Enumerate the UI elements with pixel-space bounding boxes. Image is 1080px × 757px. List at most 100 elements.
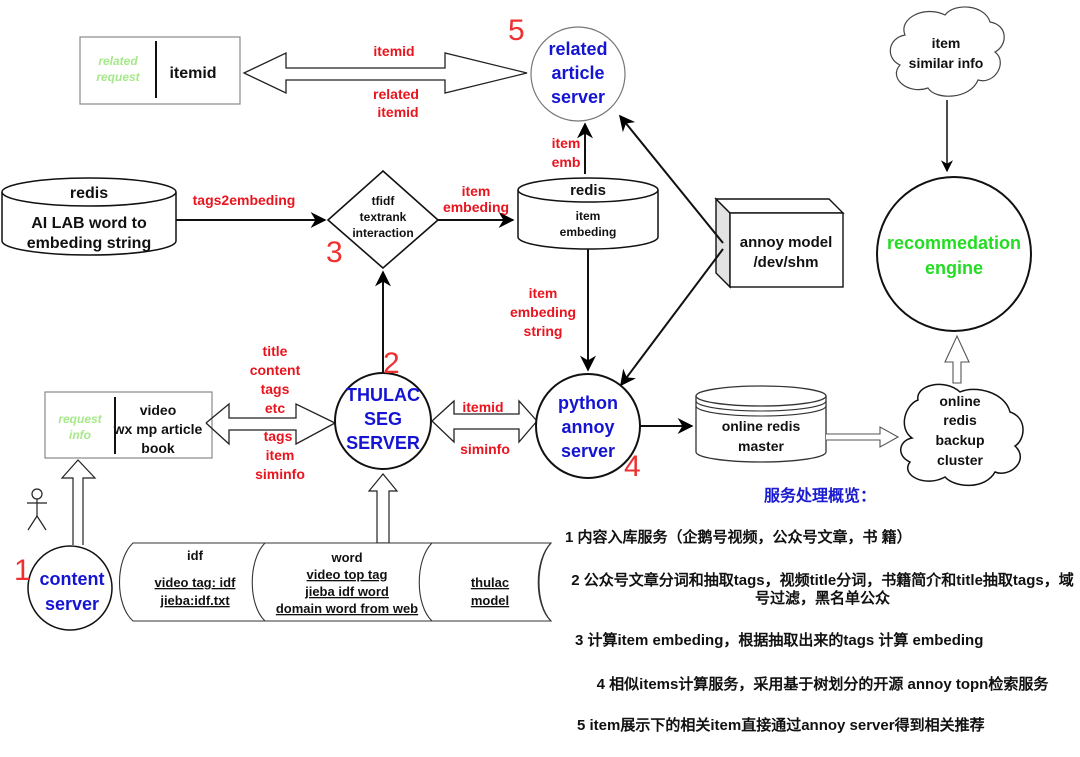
svg-text:cluster: cluster [937, 452, 983, 468]
svg-text:python: python [558, 393, 618, 413]
svg-text:domain word from web: domain word from web [276, 601, 418, 616]
datastore-to-thulac-arrow [367, 473, 399, 544]
edge-label-related-itemid: itemid [377, 104, 418, 120]
svg-text:string: string [524, 323, 563, 339]
svg-text:redis: redis [70, 185, 108, 202]
svg-text:redis: redis [570, 182, 606, 199]
svg-text:emb: emb [552, 154, 581, 170]
recommendation-engine: recommedation engine [876, 176, 1032, 332]
svg-text:online redis: online redis [722, 418, 801, 434]
note-2: 2 公众号文章分词和抽取tags，视频title分词，书籍简介和title抽取t… [571, 572, 1074, 607]
edge-label-related: related [373, 86, 419, 102]
svg-text:master: master [738, 438, 784, 454]
svg-text:thulac: thulac [471, 575, 509, 590]
step-number-4: 4 [624, 450, 641, 483]
actor-icon [27, 488, 47, 531]
svg-text:item: item [576, 209, 601, 223]
svg-text:wx mp article: wx mp article [113, 421, 203, 437]
request-thulac-arrow-bottom [205, 422, 336, 446]
related-request-label-1: related [98, 54, 138, 68]
request-info-box: request info video wx mp article book [44, 391, 213, 459]
svg-text:item: item [462, 183, 491, 199]
item-similar-info-cloud: item similar info [889, 6, 1005, 97]
svg-text:content: content [40, 569, 105, 589]
svg-text:item: item [266, 447, 295, 463]
content-server: content server [27, 545, 113, 631]
annoy-to-python-arrow [620, 248, 724, 387]
svg-text:redis: redis [943, 412, 977, 428]
svg-text:item: item [932, 35, 961, 51]
edge-label-itemid-top: itemid [373, 43, 414, 59]
note-5: 5 item展示下的相关item直接通过annoy server得到相关推荐 [577, 717, 985, 734]
svg-text:tags: tags [261, 381, 290, 397]
backup-to-engine-arrow [944, 334, 970, 384]
svg-text:THULAC: THULAC [346, 385, 420, 405]
tfidf-decision-node: tfidf textrank interaction [326, 169, 440, 270]
svg-text:jieba:idf.txt: jieba:idf.txt [159, 593, 230, 608]
svg-text:/dev/shm: /dev/shm [753, 254, 818, 271]
svg-text:recommedation: recommedation [887, 233, 1021, 253]
step-number-2: 2 [383, 347, 400, 380]
svg-text:video: video [140, 402, 177, 418]
svg-text:etc: etc [265, 400, 285, 416]
svg-text:AI LAB word to: AI LAB word to [31, 215, 147, 232]
svg-text:annoy model: annoy model [740, 234, 833, 251]
svg-text:embeding string: embeding string [27, 235, 151, 252]
related-request-itemid: itemid [169, 65, 216, 82]
svg-text:annoy: annoy [561, 417, 614, 437]
svg-text:request: request [58, 412, 102, 426]
note-3: 3 计算item embeding，根据抽取出来的tags 计算 embedin… [575, 632, 984, 649]
related-request-box: related request itemid [79, 36, 241, 105]
svg-text:siminfo: siminfo [460, 441, 510, 457]
edge-label-tags2embeding: tags2embeding [193, 192, 296, 208]
svg-text:textrank: textrank [360, 210, 407, 224]
svg-text:SERVER: SERVER [346, 433, 420, 453]
note-1: 1 内容入库服务（企鹅号视频，公众号文章，书 籍） [565, 529, 912, 546]
svg-text:related: related [548, 39, 607, 59]
svg-text:embeding: embeding [510, 304, 576, 320]
online-redis-backup-cloud: online redis backup cluster [900, 383, 1024, 487]
svg-text:item: item [552, 135, 581, 151]
redis-item-embeding-cylinder: redis item embeding [517, 177, 659, 250]
thulac-python-arrow-top [431, 399, 538, 422]
svg-text:info: info [69, 428, 91, 442]
svg-text:SEG: SEG [364, 409, 402, 429]
note-4: 4 相似items计算服务，采用基于树划分的开源 annoy topn检索服务 [596, 676, 1049, 693]
svg-text:model: model [471, 593, 509, 608]
itemid-double-arrow [242, 51, 528, 95]
svg-text:siminfo: siminfo [255, 466, 305, 482]
python-annoy-server: python annoy server [535, 373, 641, 479]
svg-text:server: server [561, 441, 615, 461]
svg-text:idf: idf [187, 548, 204, 563]
data-store-strip: idf video tag: idf jieba:idf.txt word vi… [118, 542, 553, 622]
svg-text:item: item [529, 285, 558, 301]
svg-text:word: word [330, 550, 362, 565]
annoy-model-box: annoy model /dev/shm [714, 197, 845, 289]
svg-text:tfidf: tfidf [372, 194, 396, 208]
request-thulac-arrow-top [205, 402, 336, 424]
svg-text:interaction: interaction [352, 226, 413, 240]
step-number-3: 3 [326, 236, 343, 269]
svg-text:embeding: embeding [560, 225, 617, 239]
svg-text:book: book [141, 440, 175, 456]
svg-text:article: article [551, 63, 604, 83]
svg-text:embeding: embeding [443, 199, 509, 215]
step-number-1: 1 [14, 554, 31, 587]
annoy-to-related-arrow [618, 114, 724, 244]
thulac-seg-server: THULAC SEG SERVER [334, 372, 432, 470]
notes-title: 服务处理概览： [763, 488, 876, 505]
svg-text:tags: tags [264, 428, 293, 444]
svg-text:jieba idf word: jieba idf word [304, 584, 389, 599]
svg-text:itemid: itemid [462, 399, 503, 415]
svg-text:similar info: similar info [909, 55, 984, 71]
content-to-request-arrow [60, 459, 97, 545]
svg-text:backup: backup [935, 432, 984, 448]
svg-text:content: content [250, 362, 301, 378]
master-to-backup-arrow [826, 426, 900, 448]
svg-text:video top tag: video top tag [307, 567, 388, 582]
svg-text:title: title [263, 343, 288, 359]
svg-text:online: online [939, 393, 980, 409]
svg-text:server: server [551, 87, 605, 107]
thulac-python-arrow-bottom [431, 420, 538, 444]
